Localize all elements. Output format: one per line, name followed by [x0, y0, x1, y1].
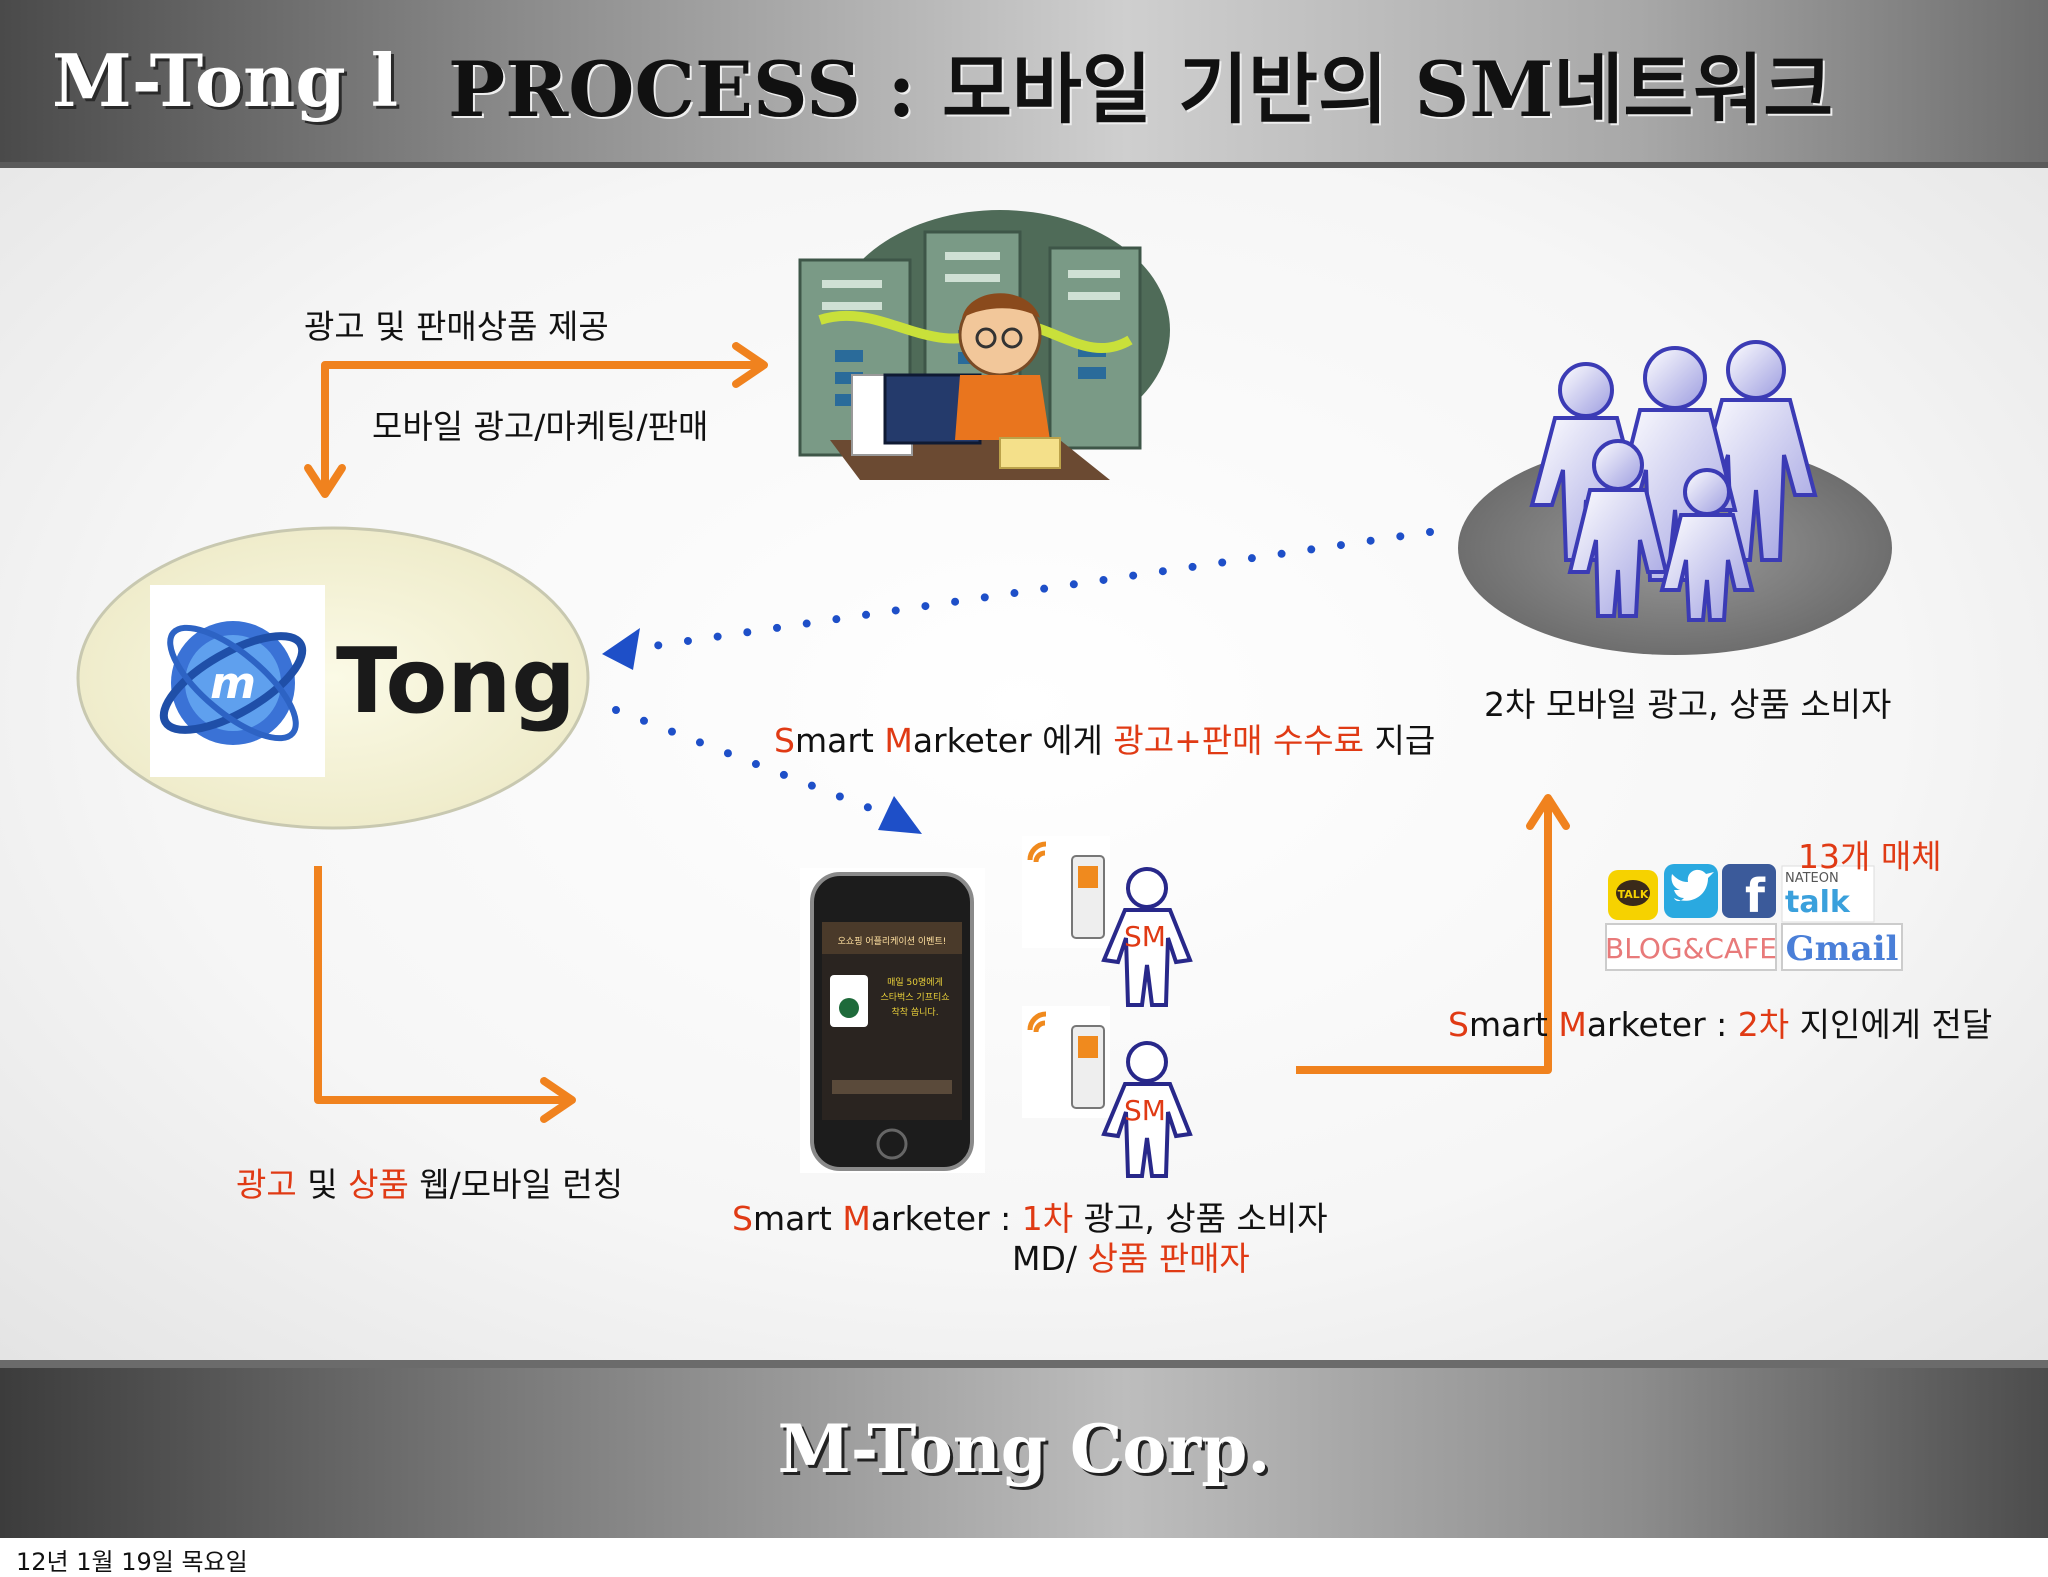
nateon-talk-icon	[1781, 865, 1875, 923]
phone-line-4: 착착 쏩니다.	[891, 1007, 938, 1018]
label-launch-and: 및	[296, 1165, 349, 1204]
provide-arrow	[304, 342, 768, 498]
label-md: MD/ 상품 판매자	[1012, 1232, 1250, 1280]
label-sm1-arketer: arketer :	[870, 1199, 1022, 1238]
label-sm2-arketer: arketer :	[1586, 1005, 1738, 1044]
svg-text:talk: talk	[1785, 885, 1851, 920]
label-md-seller: 상품 판매자	[1087, 1239, 1250, 1278]
label-md-prefix: MD/	[1012, 1239, 1088, 1278]
label-sm2-second: 2차	[1737, 1005, 1790, 1044]
sm-tag-1: SM	[1124, 920, 1166, 953]
label-sm-secondary: Smart Marketer : 2차 지인에게 전달	[1448, 998, 1992, 1046]
label-sm1-mart: mart	[752, 1199, 843, 1238]
label-commission-m: M	[884, 721, 913, 760]
phone-line-1: 오쇼핑 어플리케이션 이벤트!	[838, 936, 947, 947]
label-secondary-consumers: 2차 모바일 광고, 상품 소비자	[1484, 685, 1892, 724]
kakaotalk-label: TALK	[1618, 888, 1649, 901]
social-media-icons: TALK f NATEON talk BLOG&CAFE Gmail	[1605, 864, 1903, 971]
label-launch-ad: 광고	[236, 1165, 297, 1204]
label-sm1-m: M	[842, 1199, 871, 1238]
gmail-label: Gmail	[1786, 929, 1899, 969]
label-sm2-mart: mart	[1468, 1005, 1559, 1044]
label-sm1-s: S	[732, 1199, 753, 1238]
label-commission-mart: mart	[794, 721, 885, 760]
phone-line-2: 매일 50명에게	[887, 977, 943, 988]
label-commission-fee: 광고+판매 수수료	[1113, 721, 1365, 760]
sm-person-2: SM	[1022, 1006, 1193, 1178]
smartphone-illustration: 오쇼핑 어플리케이션 이벤트! 매일 50명에게 스타벅스 기프티쇼 착착 쏩니…	[800, 868, 985, 1173]
launch-arrow	[314, 866, 576, 1123]
label-sm2-s: S	[1448, 1005, 1469, 1044]
slide-date: 12년 1월 19일 목요일	[16, 1548, 248, 1576]
sm-tag-2: SM	[1124, 1094, 1166, 1127]
label-sm1-rest: 광고, 상품 소비자	[1073, 1199, 1328, 1238]
label-media-count: 13개 매체	[1798, 837, 1942, 876]
label-commission-s: S	[774, 721, 795, 760]
mtong-globe-icon: m	[159, 621, 307, 745]
header-bar: M-Tong l PROCESS : 모바일 기반의 SM네트워크	[0, 0, 2048, 168]
facebook-label: f	[1745, 869, 1766, 923]
label-commission: Smart Marketer 에게 광고+판매 수수료 지급	[774, 714, 1435, 762]
label-sm2-deliver: 지인에게 전달	[1789, 1005, 1993, 1044]
commission-dotted-arrow	[612, 706, 922, 834]
label-launch: 광고 및 상품 웹/모바일 런칭	[236, 1158, 623, 1206]
label-commission-pay: 지급	[1364, 721, 1436, 760]
blog-cafe-icon	[1605, 923, 1777, 971]
footer-corp: M-Tong Corp.	[777, 1410, 1271, 1488]
share-arrow	[1296, 794, 1570, 1074]
label-sm-primary: Smart Marketer : 1차 광고, 상품 소비자	[732, 1192, 1328, 1240]
consumers-illustration	[1458, 340, 1892, 655]
label-mobile-marketing: 모바일 광고/마케팅/판매	[372, 407, 709, 446]
advertiser-illustration	[798, 210, 1170, 480]
label-launch-rest: 웹/모바일 런칭	[408, 1165, 624, 1204]
label-commission-arketer: arketer 에게	[912, 721, 1114, 760]
date-bar: 12년 1월 19일 목요일	[0, 1538, 2048, 1576]
svg-text:NATEON: NATEON	[1785, 871, 1839, 886]
logo-text: Tong	[336, 629, 576, 734]
footer-bar: M-Tong Corp.	[0, 1360, 2048, 1538]
facebook-icon	[1722, 864, 1776, 918]
feedback-dotted-arrow	[602, 528, 1434, 670]
brand-title: M-Tong l	[52, 38, 399, 123]
page-title: PROCESS : 모바일 기반의 SM네트워크	[448, 45, 1834, 134]
label-sm2-m: M	[1558, 1005, 1587, 1044]
gmail-icon	[1781, 923, 1903, 971]
label-provide: 광고 및 판매상품 제공	[304, 307, 609, 346]
blog-cafe-label: BLOG&CAFE	[1605, 932, 1777, 965]
logo-badge: m	[210, 658, 256, 709]
sm-person-1: SM	[1022, 836, 1193, 1007]
label-launch-product: 상품	[348, 1165, 409, 1204]
label-sm1-first: 1차	[1021, 1199, 1074, 1238]
phone-line-3: 스타벅스 기프티쇼	[880, 992, 949, 1003]
